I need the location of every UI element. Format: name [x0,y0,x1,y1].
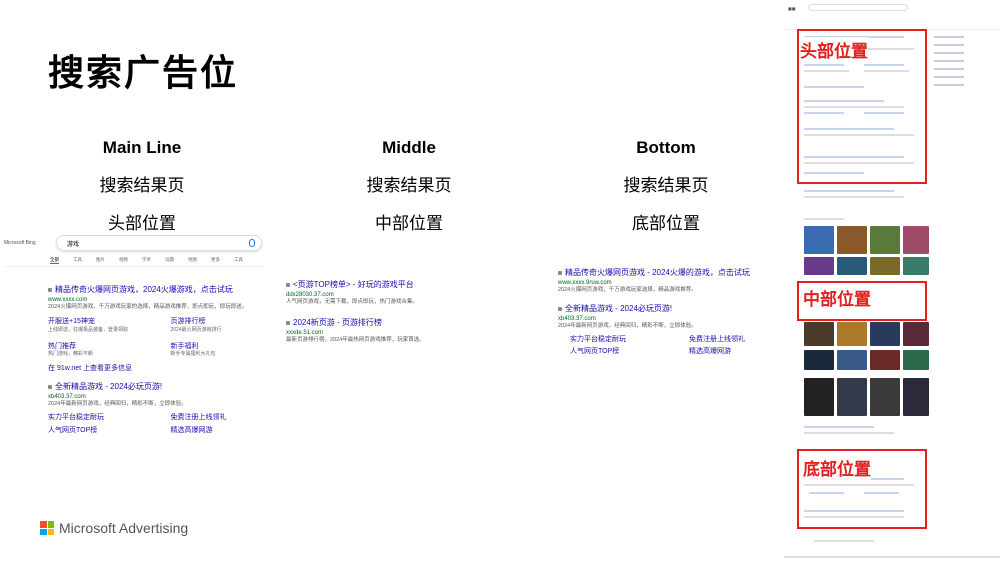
ad-url: xb403.37.com [558,316,596,323]
mainline-ads: 精品传奇火爆网页游戏，2024火爆游戏，点击试玩 www.xxxx.com 20… [48,285,263,435]
column-zh2: 底部位置 [632,214,700,234]
search-query: 游戏 [67,241,80,248]
brand-text: Microsoft Advertising [59,520,189,536]
ad-description: 2024火爆网页游戏，千万游戏玩家的选择，精品游戏推荐，即点即玩，即玩即送。 [48,303,248,310]
column-en: Main Line [102,138,182,157]
ad-title-link[interactable]: 2024新页游 - 页游排行榜 [286,318,541,329]
column-zh1: 搜索结果页 [99,176,185,196]
bottom-position-label: 底部位置 [803,455,871,480]
column-en: Bottom [636,138,696,157]
mic-icon[interactable] [249,239,255,247]
sitelink[interactable]: 热门推荐 [48,342,76,350]
ad-link[interactable]: 人气网页TOP榜 [48,426,98,434]
column-main-line: Main Line 搜索结果页 头部位置 [42,138,242,234]
ad-link[interactable]: 实力平台稳定耐玩 [48,414,104,422]
tab[interactable]: 词典 [165,257,174,262]
ad-description: 人气网页游戏，无需下载，即点即玩，热门游戏合集。 [286,298,419,305]
ad-description: 最新页游排行榜，2024年最热网页游戏推荐，玩家首选。 [286,337,425,344]
favicon-icon [558,270,562,275]
bing-logo-small: ■■ [788,6,796,11]
bottom-ads: 精品传奇火爆网页游戏 - 2024火爆的游戏，点击试玩 www.xxxx.9ru… [558,268,778,357]
ad-link[interactable]: 精选高爆网游 [170,426,213,434]
bing-header: Microsoft Bing 游戏 [4,235,264,253]
ad-link[interactable]: 实力平台稳定耐玩 [570,335,626,343]
bing-logo: Microsoft Bing [4,240,36,246]
microsoft-advertising-logo: Microsoft Advertising [40,520,188,536]
column-zh1: 搜索结果页 [623,176,709,196]
tab[interactable]: 地图 [188,257,197,262]
ad-title-link[interactable]: 全新精品游戏 - 2024必玩页游! [558,304,778,315]
sitelink-desc: 2024最火网页游戏排行 [170,326,222,333]
column-en: Middle [382,138,436,157]
favicon-icon [48,287,52,292]
favicon-icon [48,385,52,390]
ad-link[interactable]: 免费注册上线领礼 [170,414,227,422]
tab[interactable]: 图片 [96,257,105,262]
ad-description: 2024火爆网页游戏，千万游戏玩家选择，精品游戏推荐。 [558,286,697,293]
ad-url: www.xxxx.com [48,296,88,303]
sitelink-desc: 新手专属福利大礼包 [170,350,216,357]
sitelink[interactable]: 页游排行榜 [170,318,206,326]
ad-url: xb403.37.com [48,393,86,400]
column-zh1: 搜索结果页 [366,176,452,196]
favicon-icon [558,307,562,312]
head-position-label: 头部位置 [800,37,868,62]
middle-position-box [797,281,927,321]
ad-description: 2024年最新网页游戏，经典回归，精彩不断，立即体验。 [558,323,697,330]
ad-link[interactable]: 人气网页TOP榜 [570,348,620,356]
sitelink[interactable]: 开服送+15神宠 [48,318,95,326]
tab[interactable]: 更多 [211,257,220,262]
favicon-icon [286,282,290,287]
page-title: 搜索广告位 [48,53,239,94]
search-box-small [808,4,908,11]
sitelink[interactable]: 新手福利 [170,342,199,350]
bottom-position-box [797,449,927,529]
search-input[interactable]: 游戏 [56,235,262,251]
sitelink-desc: 上线即送，狂爆极品装备，登录领取 [48,326,129,333]
ad-link[interactable]: 免费注册上线领礼 [689,335,745,343]
sitelink-desc: 热门游戏，精彩不断 [48,350,94,357]
tab[interactable]: 工具 [73,257,82,262]
column-zh2: 头部位置 [108,214,176,234]
head-position-box [797,29,927,184]
tab[interactable]: 工具 [234,257,243,262]
column-bottom: Bottom 搜索结果页 底部位置 [566,138,766,234]
ad-title-link[interactable]: 精品传奇火爆网页游戏，2024火爆游戏，点击试玩 [48,285,263,296]
serp-header: ■■ [784,0,1000,30]
search-tabs: 全部 工具 图片 视频 学术 词典 地图 更多 工具 [50,257,243,264]
microsoft-logo-icon [40,521,54,535]
divider [4,266,264,267]
tab[interactable]: 视频 [119,257,128,262]
ad-title-link[interactable]: 精品传奇火爆网页游戏 - 2024火爆的游戏，点击试玩 [558,268,778,279]
ad-description: 2024年最新网页游戏，经典回归，精彩不断，立即体验。 [48,401,187,408]
tab[interactable]: 学术 [142,257,151,262]
ad-link[interactable]: 精选高爆网游 [689,348,731,356]
middle-position-label: 中部位置 [803,285,871,310]
ad-url: xxxde.51.com [286,330,324,337]
ad-url: ddx28030.37.com [286,291,334,298]
column-middle: Middle 搜索结果页 中部位置 [309,138,509,234]
tab-all[interactable]: 全部 [50,257,59,264]
more-info-link[interactable]: 在 91w.net 上查看更多信息 [48,364,133,372]
column-zh2: 中部位置 [375,214,443,234]
middle-ads: <页游TOP榜单> - 好玩的游戏平台 ddx28030.37.com 人气网页… [286,280,541,345]
ad-title-link[interactable]: <页游TOP榜单> - 好玩的游戏平台 [286,280,541,291]
ad-url: www.xxxx.9ruw.com [558,279,612,286]
favicon-icon [286,321,290,326]
ad-title-link[interactable]: 全新精品游戏 - 2024必玩页游! [48,382,263,393]
